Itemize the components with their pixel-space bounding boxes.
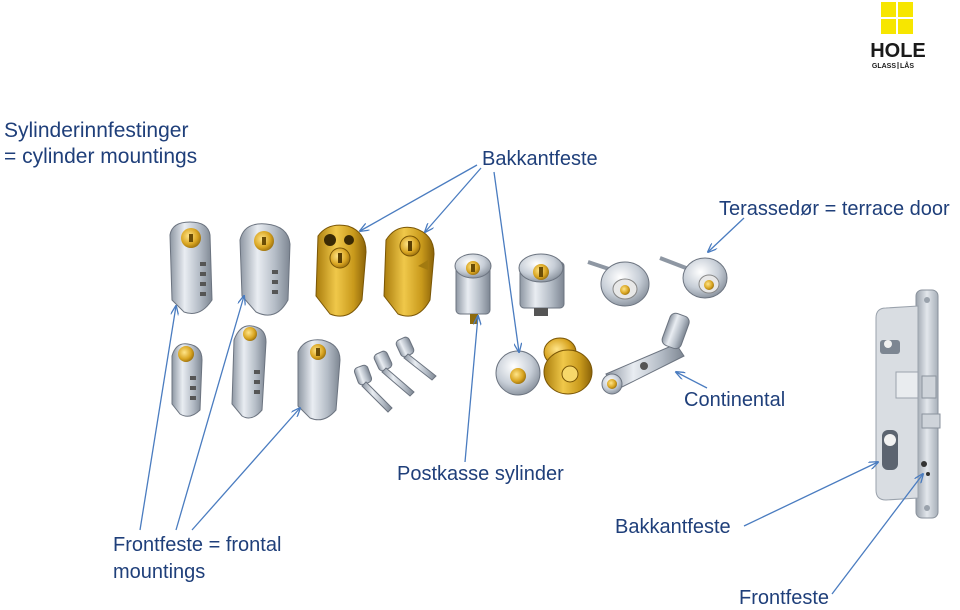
terrace-cylinder-icon: [659, 256, 728, 299]
key-icon: [353, 336, 437, 413]
title-line2: = cylinder mountings: [4, 145, 198, 168]
euro-cylinder-icon: [231, 325, 267, 419]
arrow-postkasse: [464, 316, 478, 463]
round-cylinder-icon: [495, 350, 541, 396]
arrow-frontfeste-2: [175, 296, 244, 531]
arrow-frontfeste-1: [139, 306, 176, 531]
euro-cylinder-icon: [169, 221, 213, 314]
frontfeste-line1: Frontfeste = frontal: [113, 534, 282, 556]
label-frontfeste-frontal: Frontfeste = frontal mountings: [113, 532, 281, 586]
label-bakkantfeste-top: Bakkantfeste: [482, 148, 598, 170]
title-line1: Sylinderinnfestinger: [4, 119, 189, 142]
label-continental: Continental: [684, 389, 786, 411]
mortise-lock-icon: [875, 289, 941, 519]
frontfeste-line2: mountings: [113, 561, 206, 583]
arrow-frontfeste-lock: [831, 474, 923, 595]
logo-brand: HOLE: [870, 40, 926, 62]
oval-cylinder-icon: [297, 339, 341, 421]
rim-cylinder-icon: [543, 337, 593, 395]
arrow-bakkantfeste-2: [425, 167, 482, 232]
label-bakkantfeste-lock: Bakkantfeste: [615, 516, 731, 538]
arrow-bakkantfeste-1: [360, 164, 478, 231]
label-postkasse: Postkasse sylinder: [397, 463, 564, 485]
brass-oval-cylinder-icon: [315, 224, 367, 317]
arrow-terrace: [708, 217, 745, 252]
brass-oval-cylinder-icon: [383, 226, 435, 317]
logo-sub-left: GLASS: [872, 63, 896, 70]
logo-sub-right: LÅS: [900, 61, 914, 70]
round-cylinder-icon: [454, 253, 492, 324]
continental-cylinder-icon: [601, 312, 690, 395]
euro-cylinder-icon: [171, 343, 203, 417]
arrow-bakkantfeste-3: [493, 171, 519, 352]
round-cylinder-icon: [518, 253, 565, 316]
label-frontfeste-lock: Frontfeste: [739, 587, 830, 609]
label-terrace-door: Terassedør = terrace door: [719, 198, 950, 220]
terrace-cylinder-icon: [587, 260, 650, 307]
arrow-bakkantfeste-lock: [743, 462, 878, 527]
oval-cylinder-icon: [239, 223, 291, 316]
arrow-continental: [676, 372, 708, 389]
hole-logo: HOLE GLASS LÅS: [870, 2, 926, 70]
arrow-frontfeste-3: [191, 408, 300, 531]
page-title: Sylinderinnfestinger = cylinder mounting…: [4, 118, 197, 170]
